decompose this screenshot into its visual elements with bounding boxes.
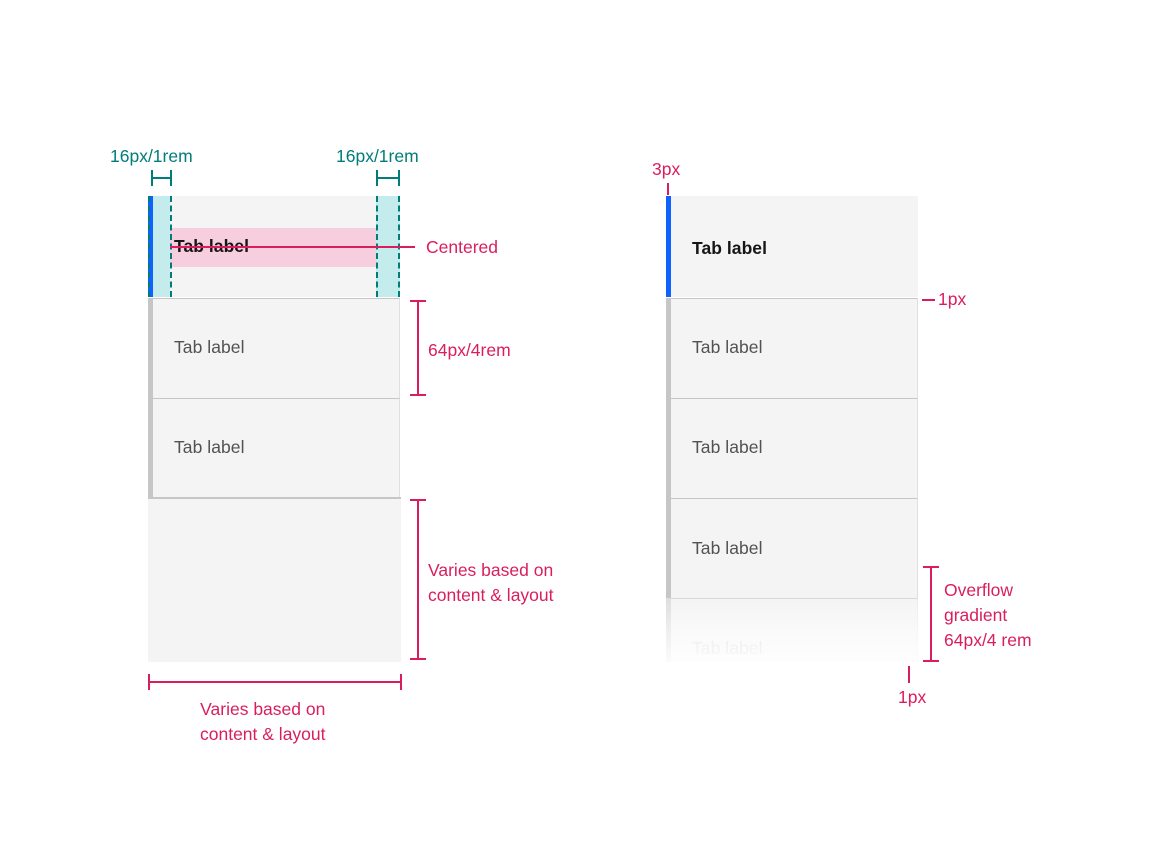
panel-width-dim-cap-left xyxy=(148,674,150,690)
tab-height-dim-cap-top xyxy=(410,300,426,302)
left-content-panel xyxy=(148,499,401,662)
border-bottom-label: 1px xyxy=(898,687,927,707)
content-height-label: Varies based on content & layout xyxy=(428,560,554,605)
right-tab-1[interactable] xyxy=(666,196,918,297)
border-bottom-leader xyxy=(908,666,910,683)
content-height-dim-line xyxy=(417,499,419,660)
left-tab-2-accent xyxy=(148,298,153,398)
guide-dash-outer-left xyxy=(148,196,150,297)
overflow-gradient-dim-cap-bottom xyxy=(923,660,939,662)
left-padding-bracket-cap-start xyxy=(151,170,153,186)
right-tab-2-label: Tab label xyxy=(692,337,763,357)
centered-leader-line xyxy=(170,246,415,248)
left-padding-label: 16px/1rem xyxy=(110,146,193,166)
right-tab-2[interactable] xyxy=(666,298,918,398)
right-tab-4[interactable] xyxy=(666,498,918,598)
divider-height-leader xyxy=(922,299,935,301)
accent-width-leader xyxy=(667,183,669,195)
right-padding-bracket-cap-start xyxy=(376,170,378,186)
panel-width-label: Varies based on content & layout xyxy=(200,699,326,744)
right-tab-4-label: Tab label xyxy=(692,538,763,558)
content-height-dim-cap-bottom xyxy=(410,658,426,660)
right-tab-1-selected-accent xyxy=(666,196,671,297)
left-tab-3[interactable] xyxy=(148,398,400,498)
tab-height-dim-cap-bottom xyxy=(410,394,426,396)
right-tab-3-label: Tab label xyxy=(692,437,763,457)
tab-height-dim-line xyxy=(417,300,419,396)
right-tab-4-accent xyxy=(666,498,671,598)
left-tab-1-selected-accent xyxy=(148,196,153,297)
left-tabs-bottom-divider xyxy=(148,497,401,499)
overflow-gradient-veil xyxy=(666,598,919,663)
overflow-gradient-dim-cap-top xyxy=(923,566,939,568)
right-padding-bracket-cap-end xyxy=(398,170,400,186)
left-padding-bracket-line xyxy=(151,177,172,179)
content-height-dim-cap-top xyxy=(410,499,426,501)
right-padding-label: 16px/1rem xyxy=(336,146,419,166)
right-tab-3-accent xyxy=(666,398,671,498)
right-padding-bracket-line xyxy=(376,177,400,179)
accent-width-label: 3px xyxy=(652,159,681,179)
left-padding-bracket-cap-end xyxy=(170,170,172,186)
centered-label: Centered xyxy=(426,237,498,257)
overflow-gradient-dim-line xyxy=(930,566,932,662)
overflow-gradient-label: Overflow gradient 64px/4 rem xyxy=(944,580,1032,650)
left-tab-2-label: Tab label xyxy=(174,337,245,357)
right-tab-3[interactable] xyxy=(666,398,918,498)
right-tab-2-accent xyxy=(666,298,671,398)
left-tab-3-accent xyxy=(148,398,153,498)
tab-height-label: 64px/4rem xyxy=(428,340,511,360)
divider-height-label: 1px xyxy=(938,289,967,309)
panel-width-dim-line xyxy=(148,681,402,683)
left-tab-2[interactable] xyxy=(148,298,400,398)
panel-width-dim-cap-right xyxy=(400,674,402,690)
left-padding-band xyxy=(152,196,170,297)
right-tab-1-label: Tab label xyxy=(692,238,768,258)
left-tab-3-label: Tab label xyxy=(174,437,245,457)
